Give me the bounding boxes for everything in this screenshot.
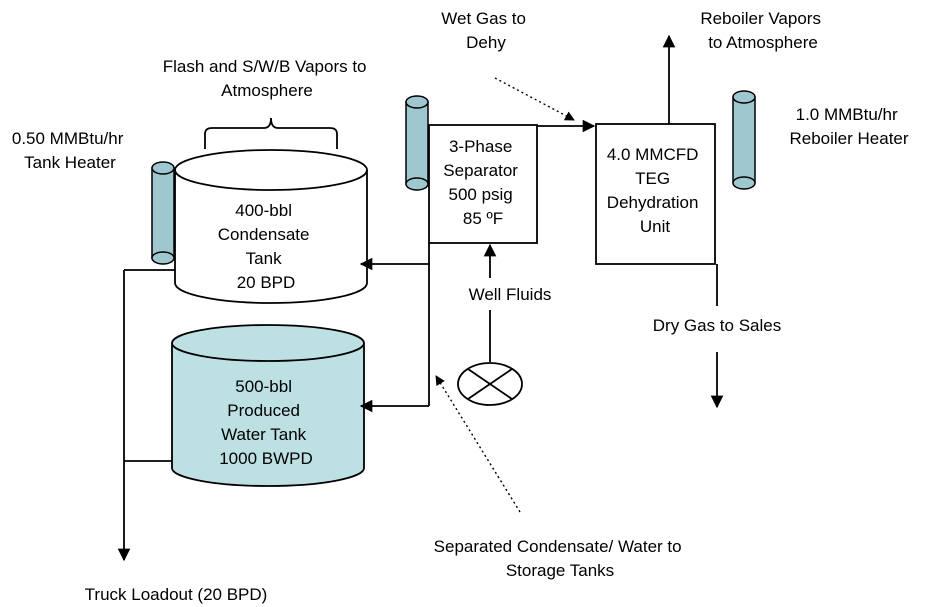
wet-gas-pointer <box>494 77 575 121</box>
dehy-unit-label: 4.0 MMCFD TEG Dehydration Unit <box>607 145 703 236</box>
truck-loadout-label: Truck Loadout (20 BPD) <box>85 585 268 604</box>
tank-heater <box>151 161 175 265</box>
dry-gas-label: Dry Gas to Sales <box>653 316 782 335</box>
separated-pointer <box>435 375 521 513</box>
condensate-tank-label: 400-bbl Condensate Tank 20 BPD <box>218 201 314 292</box>
tank-heater-label: 0.50 MMBtu/hr Tank Heater <box>12 129 128 172</box>
wet-gas-label: Wet Gas to Dehy <box>441 9 530 52</box>
well-fluids-label: Well Fluids <box>469 285 552 304</box>
separated-label: Separated Condensate/ Water to Storage T… <box>434 537 687 580</box>
vapors-brace <box>204 117 338 149</box>
separator-heater <box>405 95 429 191</box>
water-tank-label: 500-bbl Produced Water Tank 1000 BWPD <box>219 377 313 468</box>
reboiler-heater-label: 1.0 MMBtu/hr Reboiler Heater <box>789 105 908 148</box>
reboiler-vapors-label: Reboiler Vapors to Atmosphere <box>700 9 825 52</box>
teg-dehydration-unit <box>595 123 716 265</box>
three-phase-separator <box>428 124 538 244</box>
wellhead-valve-cross-b <box>467 368 513 400</box>
flash-vapors-label: Flash and S/W/B Vapors to Atmosphere <box>163 57 372 100</box>
separator-label: 3-Phase Separator 500 psig 85 ºF <box>443 137 522 228</box>
condensate-tank <box>174 149 368 304</box>
reboiler-heater <box>732 90 756 190</box>
produced-water-tank <box>171 324 365 487</box>
